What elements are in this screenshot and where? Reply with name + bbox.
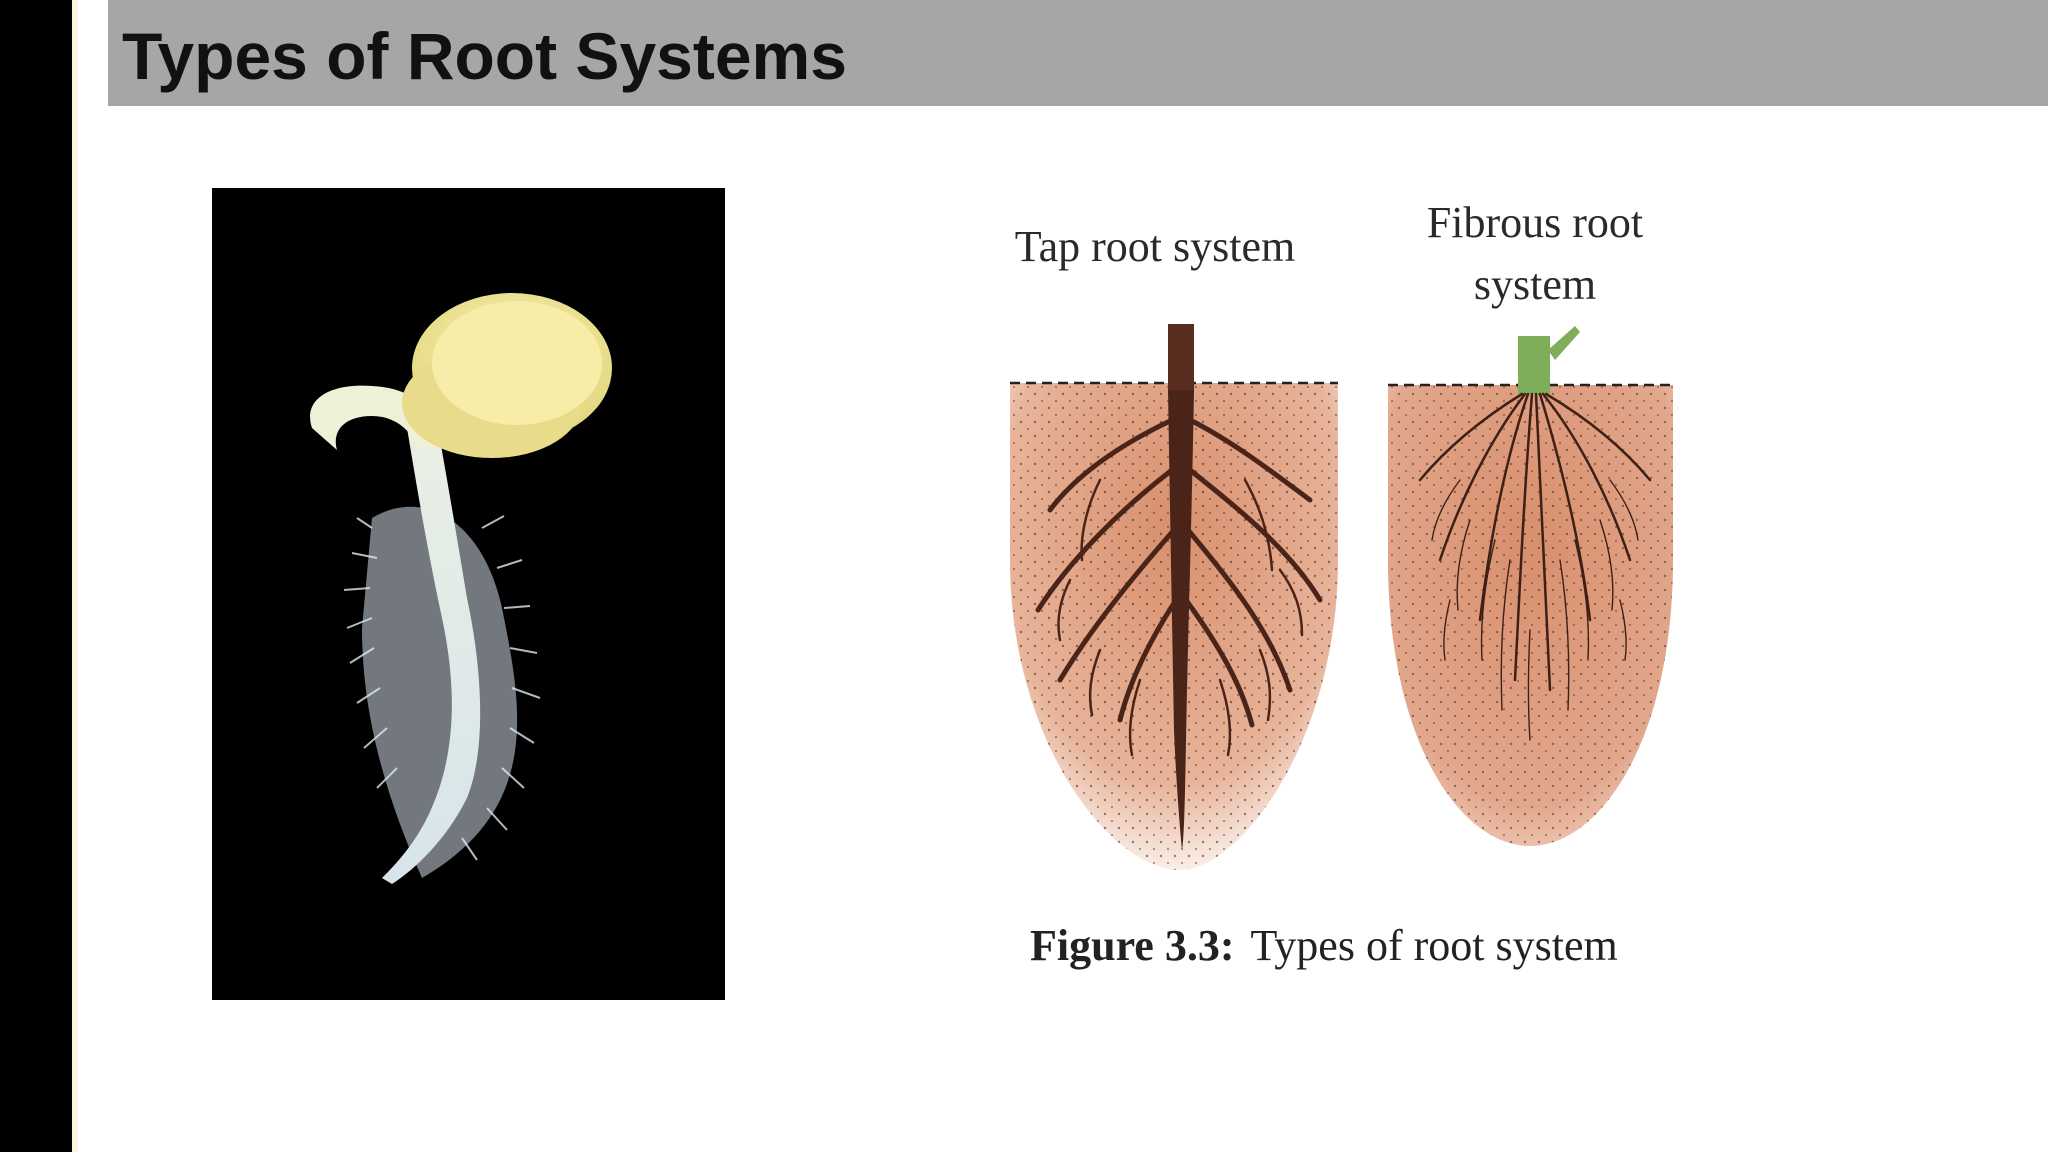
tap-root-label: Tap root system	[1014, 222, 1296, 271]
root-systems-figure: Tap root system Fibrous root system	[990, 180, 1690, 1000]
tap-root-illustration	[1010, 324, 1338, 870]
figure-caption-number: Figure 3.3:	[1030, 921, 1235, 970]
left-accent-edge	[72, 0, 78, 1152]
fibrous-root-label-line1: Fibrous root	[1426, 198, 1644, 247]
fibrous-root-illustration	[1388, 326, 1673, 846]
seedling-icon	[310, 293, 612, 884]
slide-title: Types of Root Systems	[122, 19, 847, 93]
figure-caption-text: Types of root system	[1250, 921, 1618, 970]
left-accent-bar	[0, 0, 72, 1152]
root-illustrations	[1010, 324, 1673, 870]
fibrous-root-label-line2: system	[1473, 260, 1597, 309]
figure-caption: Figure 3.3: Types of root system	[1030, 920, 1618, 971]
seedling-photo	[212, 188, 725, 1000]
title-band	[108, 0, 2048, 106]
